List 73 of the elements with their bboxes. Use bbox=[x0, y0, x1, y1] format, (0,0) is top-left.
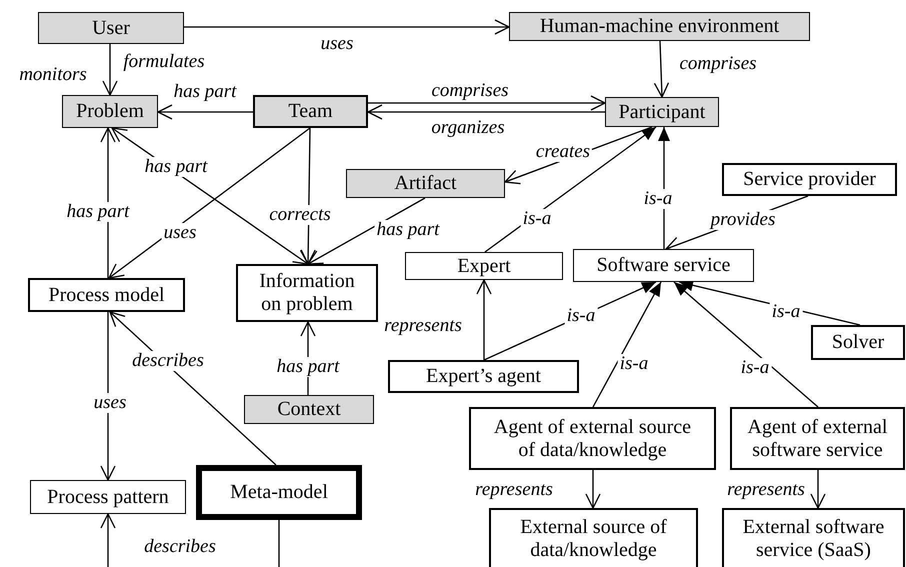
node-text: External software service (SaaS) bbox=[742, 516, 886, 562]
edge-label: has part bbox=[64, 202, 132, 222]
edge-label: is-a bbox=[520, 209, 554, 229]
node-text: Expert’s agent bbox=[426, 365, 541, 388]
concept-box bbox=[489, 508, 698, 567]
node-text: Solver bbox=[832, 331, 884, 354]
node-text: Human-machine environment bbox=[540, 15, 780, 38]
node-text: Process pattern bbox=[47, 486, 169, 508]
concept-box bbox=[28, 278, 185, 312]
arrow bbox=[100, 513, 116, 567]
arrow bbox=[100, 312, 116, 481]
edge-label: uses bbox=[162, 223, 198, 243]
arrow bbox=[367, 104, 605, 120]
node-text: Team bbox=[288, 100, 333, 123]
node-text: Problem bbox=[76, 100, 144, 123]
arrow bbox=[157, 104, 253, 120]
concept-box bbox=[405, 252, 563, 280]
node-text: Artifact bbox=[394, 172, 457, 195]
concept-box bbox=[346, 169, 505, 198]
edge-label: provides bbox=[708, 210, 778, 230]
node-text: Process model bbox=[48, 284, 165, 306]
edge-label: uses bbox=[92, 393, 128, 413]
concept-box bbox=[469, 407, 716, 470]
concept-box bbox=[388, 360, 579, 393]
concept-box bbox=[730, 407, 905, 470]
arrow bbox=[476, 279, 492, 360]
arrow bbox=[307, 197, 426, 265]
edge-label: has part bbox=[274, 357, 342, 377]
concept-box bbox=[722, 163, 897, 196]
arrow bbox=[102, 44, 118, 96]
concept-box bbox=[573, 249, 754, 282]
concept-box bbox=[244, 395, 374, 424]
arrow bbox=[368, 95, 606, 111]
arrow bbox=[654, 40, 670, 98]
edge-label: has part bbox=[374, 220, 442, 240]
concept-box bbox=[722, 508, 905, 567]
node-text: Expert bbox=[457, 254, 511, 278]
arrow bbox=[184, 19, 510, 35]
concept-box bbox=[30, 480, 186, 514]
node-text: Meta-model bbox=[230, 481, 328, 504]
concept-box bbox=[605, 97, 719, 127]
node-text: Information on problem bbox=[258, 270, 356, 316]
concept-box bbox=[236, 264, 378, 322]
node-text: Participant bbox=[618, 100, 706, 124]
arrow bbox=[674, 282, 818, 408]
node-text: Agent of external source of data/knowledge bbox=[492, 416, 692, 462]
arrow bbox=[810, 470, 826, 509]
concept-box bbox=[253, 95, 368, 128]
concept-box bbox=[509, 12, 810, 41]
edge-label: comprises bbox=[429, 81, 511, 101]
concept-box bbox=[196, 465, 362, 520]
edge-label: organizes bbox=[429, 118, 507, 138]
node-text: Context bbox=[277, 398, 341, 421]
edge-label: formulates bbox=[121, 52, 207, 72]
edge-label: is-a bbox=[564, 306, 598, 326]
edge-label: has part bbox=[142, 157, 210, 177]
arrow bbox=[585, 470, 601, 509]
edge-label: has part bbox=[172, 82, 238, 102]
concept-box bbox=[38, 12, 184, 44]
arrow bbox=[109, 311, 276, 466]
node-text: External source of data/knowledge bbox=[519, 516, 668, 562]
node-text: User bbox=[92, 16, 130, 40]
edge-label: corrects bbox=[267, 205, 333, 225]
edge-label: describes bbox=[130, 351, 206, 371]
concept-box bbox=[62, 95, 158, 128]
concept-box bbox=[811, 325, 905, 360]
arrow bbox=[592, 282, 662, 408]
node-text: Agent of external software service bbox=[746, 416, 888, 462]
edge-label: comprises bbox=[677, 54, 759, 74]
node-text: Software service bbox=[596, 254, 730, 277]
edge-label: is-a bbox=[642, 189, 674, 209]
relation-label: monitors bbox=[19, 65, 87, 85]
node-text: Service provider bbox=[743, 168, 876, 191]
